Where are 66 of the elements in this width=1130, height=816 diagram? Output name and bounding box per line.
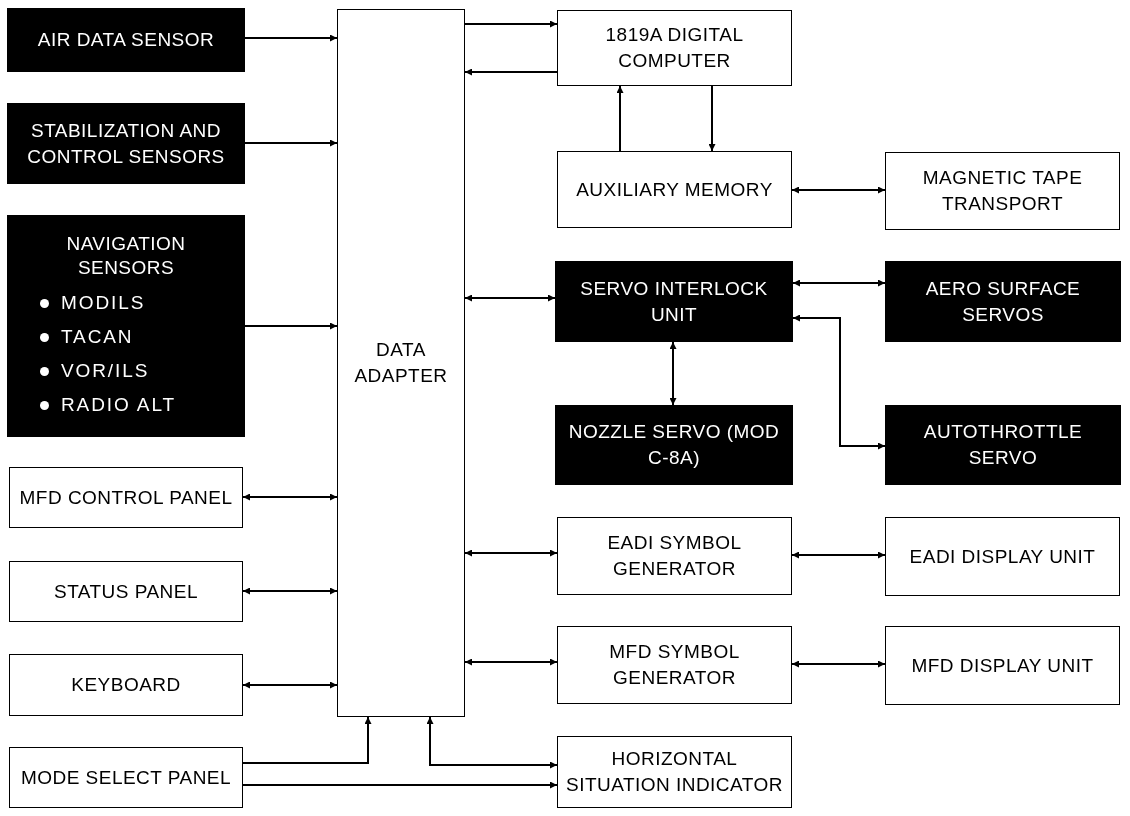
process-box — [885, 626, 1120, 705]
box-label: STATUS PANEL — [54, 579, 198, 604]
box-label: MODE SELECT PANEL — [20, 765, 232, 790]
connector-arrow — [244, 34, 338, 42]
process-box — [557, 626, 792, 704]
box-label: NOZZLE SERVO (MOD C-8A) — [567, 420, 781, 470]
connector-arrow — [708, 85, 716, 152]
filled-process-box — [885, 405, 1121, 485]
box-label: STABILIZATION AND CONTROL SENSORS — [26, 118, 226, 169]
box-label: MAGNETIC TAPE TRANSPORT — [921, 166, 1084, 216]
connector-arrow — [242, 716, 372, 764]
filled-process-box — [885, 261, 1121, 342]
filled-process-box — [7, 103, 245, 184]
connector-arrow — [242, 781, 558, 789]
process-box — [557, 151, 792, 228]
box-label: MFD CONTROL PANEL — [19, 485, 233, 510]
box-label: 1819A DIGITAL COMPUTER — [604, 23, 745, 73]
connector-arrow — [791, 551, 886, 559]
list-item: TACAN — [61, 325, 134, 349]
box-label: EADI DISPLAY UNIT — [909, 544, 1096, 569]
process-box — [9, 654, 243, 716]
process-box — [885, 152, 1120, 230]
connector-arrow — [244, 322, 338, 330]
box-label: MFD SYMBOL GENERATOR — [608, 640, 741, 690]
connector-arrow — [464, 68, 558, 76]
process-box — [885, 517, 1120, 596]
list-item: RADIO ALT — [61, 393, 176, 417]
process-box — [9, 561, 243, 622]
box-label: NAVIGATION SENSORS — [65, 232, 187, 280]
box-label: AUTOTHROTTLE SERVO — [922, 420, 1084, 470]
filled-process-box — [555, 261, 793, 342]
box-label: AIR DATA SENSOR — [37, 28, 215, 52]
connector-arrow — [464, 549, 558, 557]
filled-process-box — [7, 215, 245, 437]
connector-arrow — [616, 85, 624, 152]
box-label: HORIZONTAL SITUATION INDICATOR — [566, 747, 783, 797]
process-box — [557, 10, 792, 86]
process-box — [337, 9, 465, 717]
connector-arrow — [244, 139, 338, 147]
list-item: VOR/ILS — [61, 359, 150, 383]
box-label: AERO SURFACE SERVOS — [924, 276, 1082, 327]
connector-arrow — [464, 658, 558, 666]
filled-process-box — [7, 8, 245, 72]
connector-arrow — [242, 681, 338, 689]
box-label: DATA ADAPTER — [353, 338, 449, 388]
process-box — [557, 517, 792, 595]
box-label: KEYBOARD — [71, 673, 181, 697]
box-label: MFD DISPLAY UNIT — [911, 653, 1094, 678]
list-item: MODILS — [61, 291, 146, 315]
process-box — [9, 467, 243, 528]
process-box — [9, 747, 243, 808]
connector-arrow — [464, 20, 558, 28]
connector-arrow — [791, 660, 886, 668]
connector-arrow — [792, 279, 886, 287]
connector-arrow — [426, 716, 558, 769]
process-box — [557, 736, 792, 808]
connector-arrow — [669, 341, 677, 406]
connector-arrow — [242, 493, 338, 501]
connector-arrow — [242, 587, 338, 595]
connector-arrow — [792, 314, 886, 450]
box-label: SERVO INTERLOCK UNIT — [579, 276, 769, 327]
box-label: AUXILIARY MEMORY — [576, 177, 773, 202]
filled-process-box — [555, 405, 793, 485]
connector-arrow — [791, 186, 886, 194]
box-label: EADI SYMBOL GENERATOR — [606, 531, 743, 581]
connector-arrow — [464, 294, 556, 302]
